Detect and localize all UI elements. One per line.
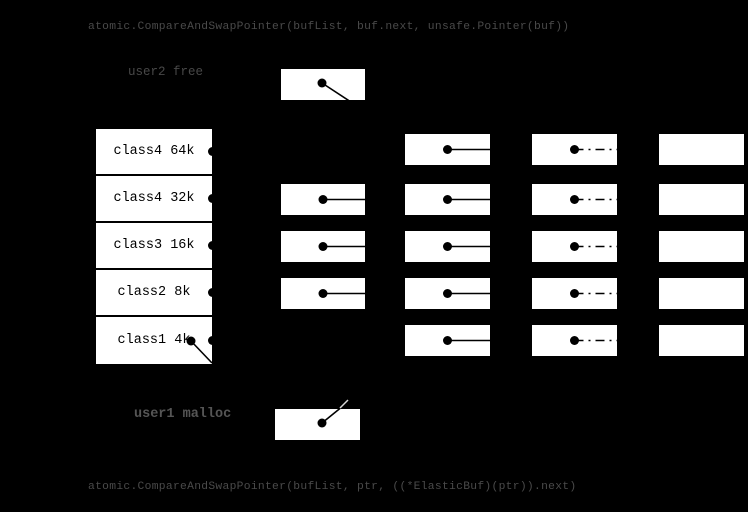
next-pointer-graphic <box>443 336 490 345</box>
pointer-dot-icon <box>443 336 452 345</box>
pointer-diagonal-down-graphic <box>317 78 350 100</box>
pointer-dot-icon <box>570 145 579 154</box>
pointer-diagonal-up-graphic <box>317 409 341 428</box>
next-pointer-graphic <box>570 289 617 298</box>
class1-head-pointer-graphic <box>186 336 213 364</box>
pointer-dot-icon <box>443 242 452 251</box>
pointer-dot-icon <box>443 145 452 154</box>
pointer-dot-icon <box>443 195 452 204</box>
elastic-buf-node <box>281 231 365 262</box>
next-pointer-line <box>321 82 350 100</box>
next-pointer-graphic <box>443 289 490 298</box>
next-pointer-graphic <box>570 145 617 154</box>
elastic-buf-node <box>532 325 617 356</box>
next-pointer-line <box>321 409 341 424</box>
pointer-dot-icon <box>317 78 327 88</box>
list-head-dot-icon <box>208 288 217 297</box>
next-pointer-graphic <box>443 145 490 154</box>
user2-free-label: user2 free <box>128 65 204 79</box>
size-class-label: class2 8k <box>117 285 191 300</box>
next-pointer-graphic <box>318 242 365 251</box>
elastic-buf-node <box>405 325 490 356</box>
pointer-dot-icon <box>318 195 328 204</box>
size-class-label: class3 16k <box>113 238 195 253</box>
elastic-buf-node <box>405 134 490 165</box>
size-class-column: class4 64k class4 32k class3 16k class2 8k c… <box>96 129 217 364</box>
elastic-buf-node <box>532 184 617 215</box>
pointer-dot-icon <box>570 242 579 251</box>
user2-free-node <box>281 69 365 100</box>
next-pointer-graphic <box>570 195 617 204</box>
pointer-dot-icon <box>570 289 579 298</box>
pointer-dot-icon <box>318 242 328 251</box>
empty-buf-node <box>659 231 744 262</box>
elastic-buf-node <box>405 184 490 215</box>
size-class-row: class4 64k <box>96 129 217 176</box>
pointer-dot-icon <box>570 195 579 204</box>
list-head-dot-icon <box>208 336 217 345</box>
next-pointer-line <box>190 340 213 364</box>
elastic-buf-node <box>281 278 365 309</box>
empty-buf-node <box>659 134 744 165</box>
size-class-row: class2 8k <box>96 270 217 317</box>
size-class-label: class4 32k <box>113 191 195 206</box>
malloc-arrow-segment <box>339 399 349 409</box>
elastic-buf-node <box>532 231 617 262</box>
elastic-buf-node <box>532 278 617 309</box>
user1-malloc-node <box>275 409 360 440</box>
empty-buf-node <box>659 278 744 309</box>
list-head-dot-icon <box>208 194 217 203</box>
next-pointer-graphic <box>570 242 617 251</box>
empty-buf-node <box>659 325 744 356</box>
cas-malloc-annotation: atomic.CompareAndSwapPointer(bufList, pt… <box>88 481 577 493</box>
pointer-dot-icon <box>318 289 328 298</box>
user1-malloc-label: user1 malloc <box>134 407 232 422</box>
cas-free-annotation: atomic.CompareAndSwapPointer(bufList, bu… <box>88 21 570 33</box>
elastic-buf-node <box>532 134 617 165</box>
elastic-buf-node <box>281 184 365 215</box>
next-pointer-graphic <box>318 195 365 204</box>
elastic-buf-node <box>405 278 490 309</box>
pointer-dot-icon <box>317 418 327 428</box>
size-class-row: class1 4k <box>96 317 217 364</box>
next-pointer-graphic <box>443 195 490 204</box>
pointer-dot-icon <box>570 336 579 345</box>
next-pointer-graphic <box>443 242 490 251</box>
pointer-dot-icon <box>186 336 196 346</box>
size-class-row: class3 16k <box>96 223 217 270</box>
size-class-label: class4 64k <box>113 144 195 159</box>
list-head-dot-icon <box>208 241 217 250</box>
pointer-dot-icon <box>443 289 452 298</box>
size-class-row: class4 32k <box>96 176 217 223</box>
size-class-label: class1 4k <box>117 333 191 348</box>
list-head-dot-icon <box>208 147 217 156</box>
next-pointer-graphic <box>318 289 365 298</box>
next-pointer-graphic <box>570 336 617 345</box>
elastic-buf-node <box>405 231 490 262</box>
empty-buf-node <box>659 184 744 215</box>
